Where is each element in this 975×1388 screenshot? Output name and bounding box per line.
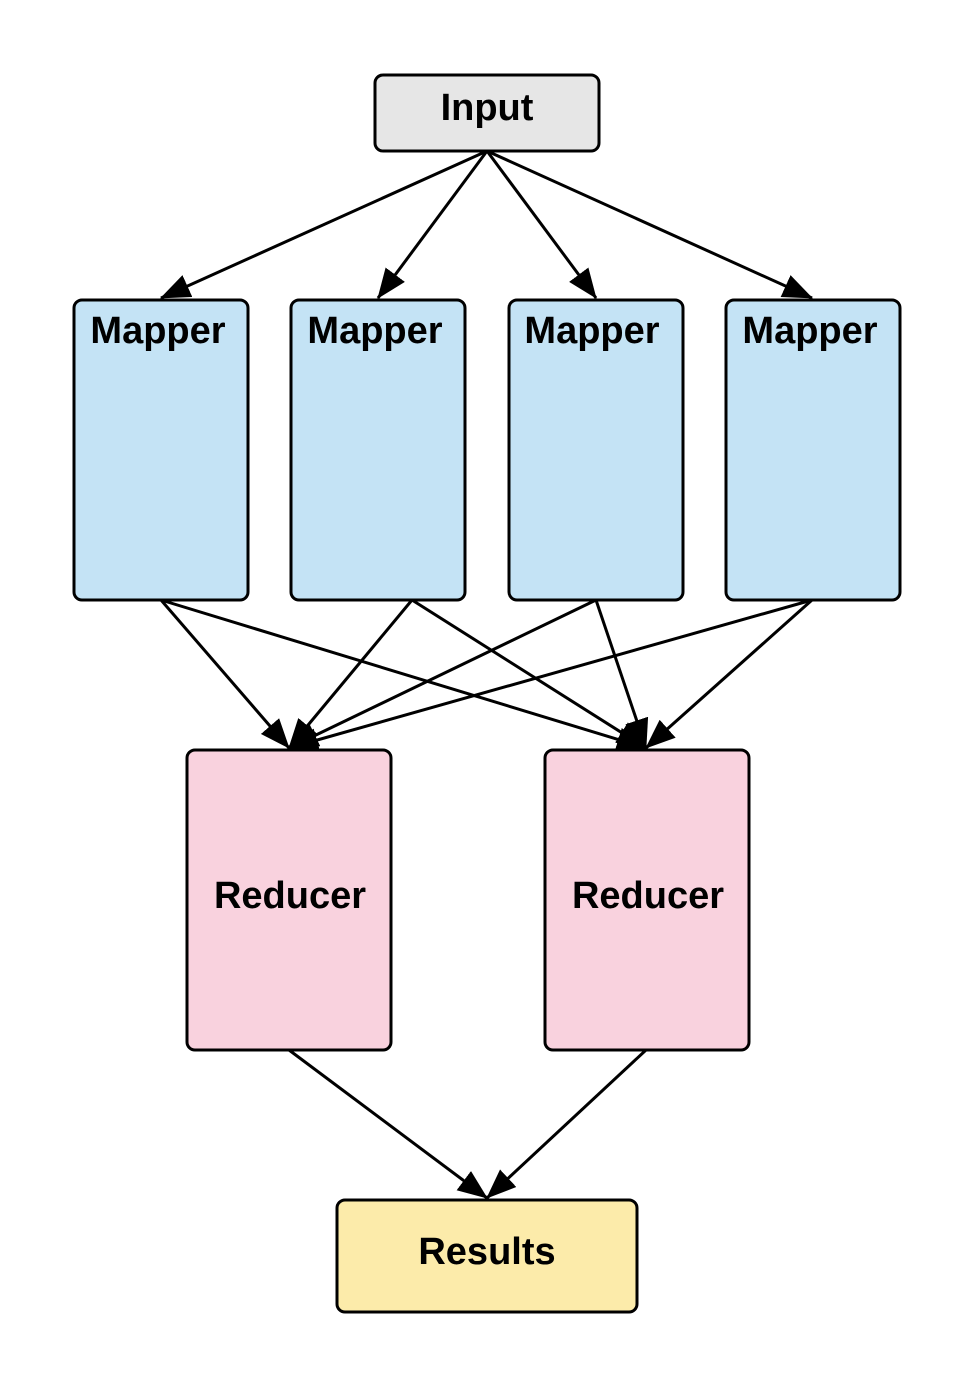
results-box [335, 1198, 639, 1314]
nodes-group: Input Mapper Mapper Mapper Mapper Reduce… [72, 73, 902, 1314]
edge-input-to-mapper-4 [486, 149, 813, 300]
edge-mapper-4-to-reducer-1 [288, 598, 813, 752]
mapper-label-3: Mapper [524, 310, 659, 352]
input-node: Input [373, 73, 601, 153]
mapper-box-2 [289, 298, 467, 602]
edges-group [159, 149, 813, 1200]
mapper-label-2: Mapper [307, 310, 442, 352]
results-node: Results [335, 1198, 639, 1314]
input-box [373, 73, 601, 153]
mapper-box-3 [507, 298, 685, 602]
mapper-box-4 [724, 298, 902, 602]
edge-mapper-3-to-reducer-2 [594, 599, 649, 749]
mapper-node-4: Mapper [724, 298, 902, 602]
edge-input-to-mapper-1 [160, 149, 488, 300]
input-label: Input [441, 87, 534, 129]
edge-input-to-mapper-2 [376, 150, 489, 299]
edge-reducer-1-to-results [288, 1048, 488, 1200]
edge-mapper-3-to-reducer-1 [288, 598, 597, 750]
edge-mapper-1-to-reducer-1 [159, 599, 291, 749]
reducer-box-1 [185, 748, 393, 1052]
reducer-label-2: Reducer [572, 875, 724, 917]
reducer-node-2: Reducer [543, 748, 751, 1052]
edge-mapper-1-to-reducer-2 [160, 598, 647, 752]
edge-mapper-2-to-reducer-1 [287, 599, 414, 749]
mapper-node-3: Mapper [507, 298, 685, 602]
reducer-label-1: Reducer [214, 875, 366, 917]
reducer-box-2 [543, 748, 751, 1052]
mapper-node-1: Mapper [72, 298, 250, 602]
reducer-node-1: Reducer [185, 748, 393, 1052]
mapper-label-1: Mapper [90, 310, 225, 352]
mapper-node-2: Mapper [289, 298, 467, 602]
results-label: Results [418, 1231, 555, 1273]
edge-mapper-4-to-reducer-2 [645, 598, 813, 750]
edge-reducer-2-to-results [485, 1048, 648, 1200]
edge-input-to-mapper-3 [485, 150, 598, 299]
mapper-box-1 [72, 298, 250, 602]
mapper-label-4: Mapper [742, 310, 877, 352]
edge-mapper-2-to-reducer-2 [411, 598, 647, 750]
